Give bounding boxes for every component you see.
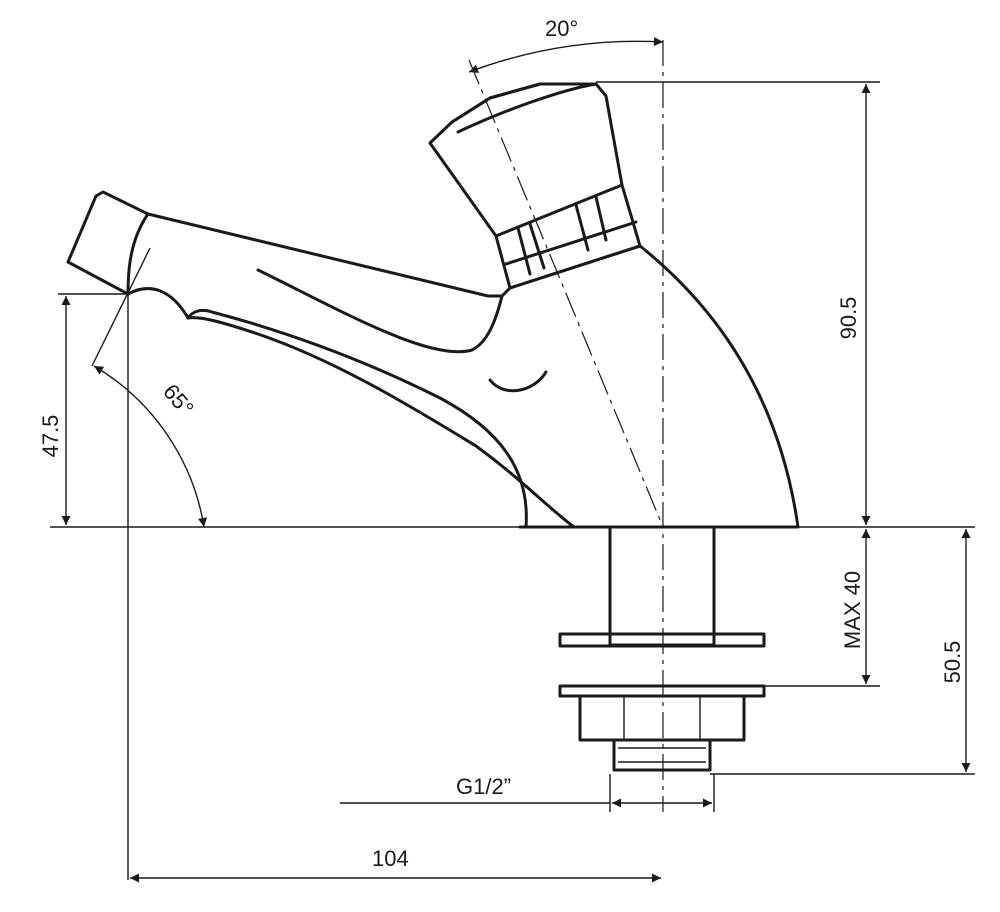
button-slot-5 (504, 220, 638, 266)
spout-inner-curve (186, 308, 528, 529)
tap-body (66, 190, 800, 529)
spout-axis-line (91, 247, 151, 367)
button-cap (428, 82, 624, 238)
button-collar (494, 183, 642, 290)
dimension-50-5: 50.5 (940, 529, 971, 772)
thread-stub (612, 738, 712, 772)
push-button (428, 82, 642, 290)
button-cap-top (450, 82, 598, 134)
angle-arc-20 (468, 37, 664, 74)
body-profile (500, 244, 800, 529)
deck-thickness-label: MAX 40 (840, 571, 865, 649)
center-lines (91, 40, 664, 880)
button-axis (468, 59, 664, 528)
spout-outlet (66, 194, 130, 296)
spout-hook (488, 370, 548, 393)
spout-neck (126, 212, 150, 296)
body-height-label: 90.5 (836, 297, 861, 340)
outlet-height-label: 47.5 (38, 415, 63, 458)
button-tilt-label: 20° (545, 16, 578, 41)
nut (578, 694, 746, 742)
dimension-65deg: 65° (93, 365, 207, 528)
spout-underside (126, 287, 576, 529)
dimension-90-5: 90.5 (836, 84, 871, 525)
thread-label: G1/2” (456, 774, 511, 799)
spout-angle-label: 65° (158, 379, 199, 421)
spout-top-edge (94, 190, 504, 298)
extension-lines (50, 81, 975, 812)
angle-arc-65 (93, 365, 207, 528)
dimension-max-40: MAX 40 (840, 529, 871, 684)
shank-length-label: 50.5 (940, 641, 965, 684)
dimension-104: 104 (130, 846, 661, 883)
button-slot-2 (528, 222, 546, 270)
dimension-47-5: 47.5 (38, 296, 71, 525)
spout-body-junction (256, 268, 504, 354)
projection-label: 104 (372, 846, 409, 871)
shank (608, 525, 716, 647)
dimension-20deg: 20° (468, 16, 664, 74)
dimension-thread: G1/2” (340, 774, 712, 808)
upper-washer (558, 632, 766, 648)
lower-washer (558, 684, 766, 698)
shank-assembly (558, 525, 766, 772)
button-slot-3 (574, 203, 590, 252)
button-slot-1 (516, 226, 532, 276)
